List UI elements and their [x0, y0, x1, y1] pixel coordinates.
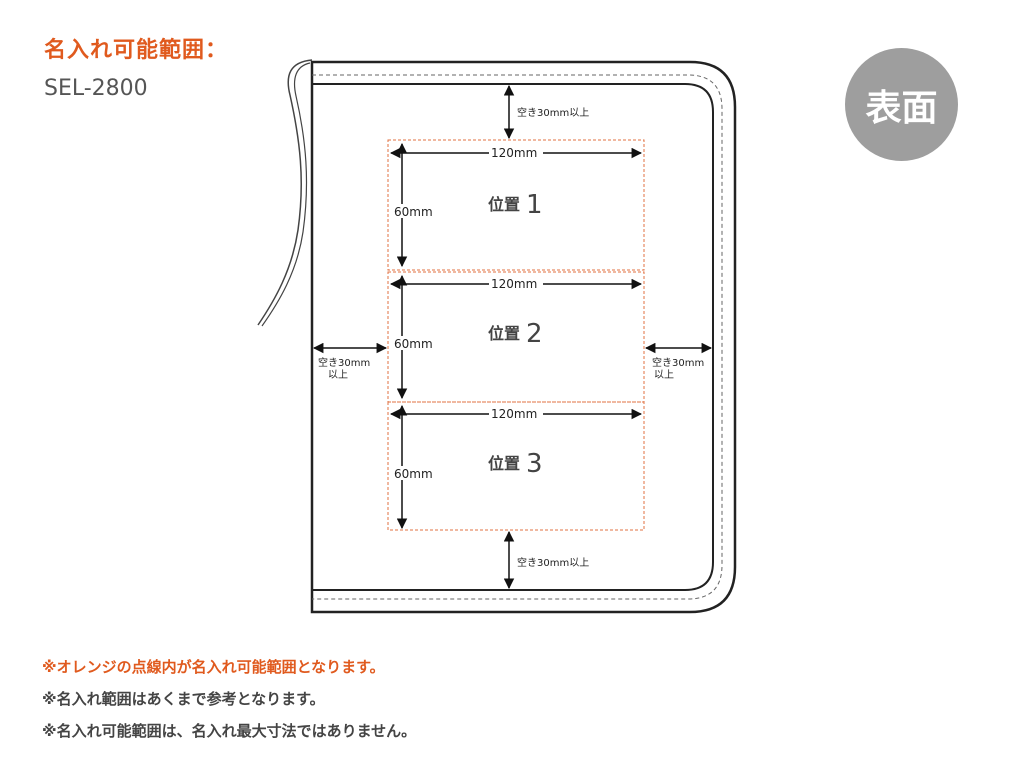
bottom-margin-label: 空き30mm以上 [517, 556, 589, 569]
position-2-number: 2 [526, 319, 543, 349]
position-3-width-label: 120mm [491, 407, 537, 421]
position-1-number: 1 [526, 190, 543, 220]
position-3-number: 3 [526, 449, 543, 479]
position-1-label: 位置 [488, 195, 520, 214]
position-1-width-label: 120mm [491, 146, 537, 160]
note-not-max-size: ※名入れ可能範囲は、名入れ最大寸法ではありません。 [42, 722, 417, 740]
position-2-height-label: 60mm [394, 337, 433, 351]
note-reference-only: ※名入れ範囲はあくまで参考となります。 [42, 690, 325, 708]
model-number: SEL-2800 [44, 76, 148, 101]
note-orange-dotted: ※オレンジの点線内が名入れ可能範囲となります。 [42, 658, 385, 676]
case-stitch [312, 74, 723, 600]
top-margin-label: 空き30mm以上 [517, 106, 589, 119]
page-title: 名入れ可能範囲： [44, 38, 229, 63]
side-badge: 表面 [845, 48, 958, 161]
left-margin-label-1: 空き30mm [318, 356, 370, 369]
right-margin-label-1: 空き30mm [652, 356, 704, 369]
position-1-area [387, 139, 645, 271]
strap-cord [257, 59, 313, 326]
position-3-height-label: 60mm [394, 467, 433, 481]
right-margin-label-2: 以上 [654, 369, 674, 381]
left-margin-label-2: 以上 [328, 369, 348, 381]
position-3-area [387, 401, 645, 531]
position-2-area [387, 271, 645, 403]
position-2-label: 位置 [488, 324, 520, 343]
position-1-height-label: 60mm [394, 205, 433, 219]
case-outline [310, 60, 737, 614]
position-2-width-label: 120mm [491, 277, 537, 291]
case-inner-panel [312, 83, 714, 591]
position-3-label: 位置 [488, 454, 520, 473]
